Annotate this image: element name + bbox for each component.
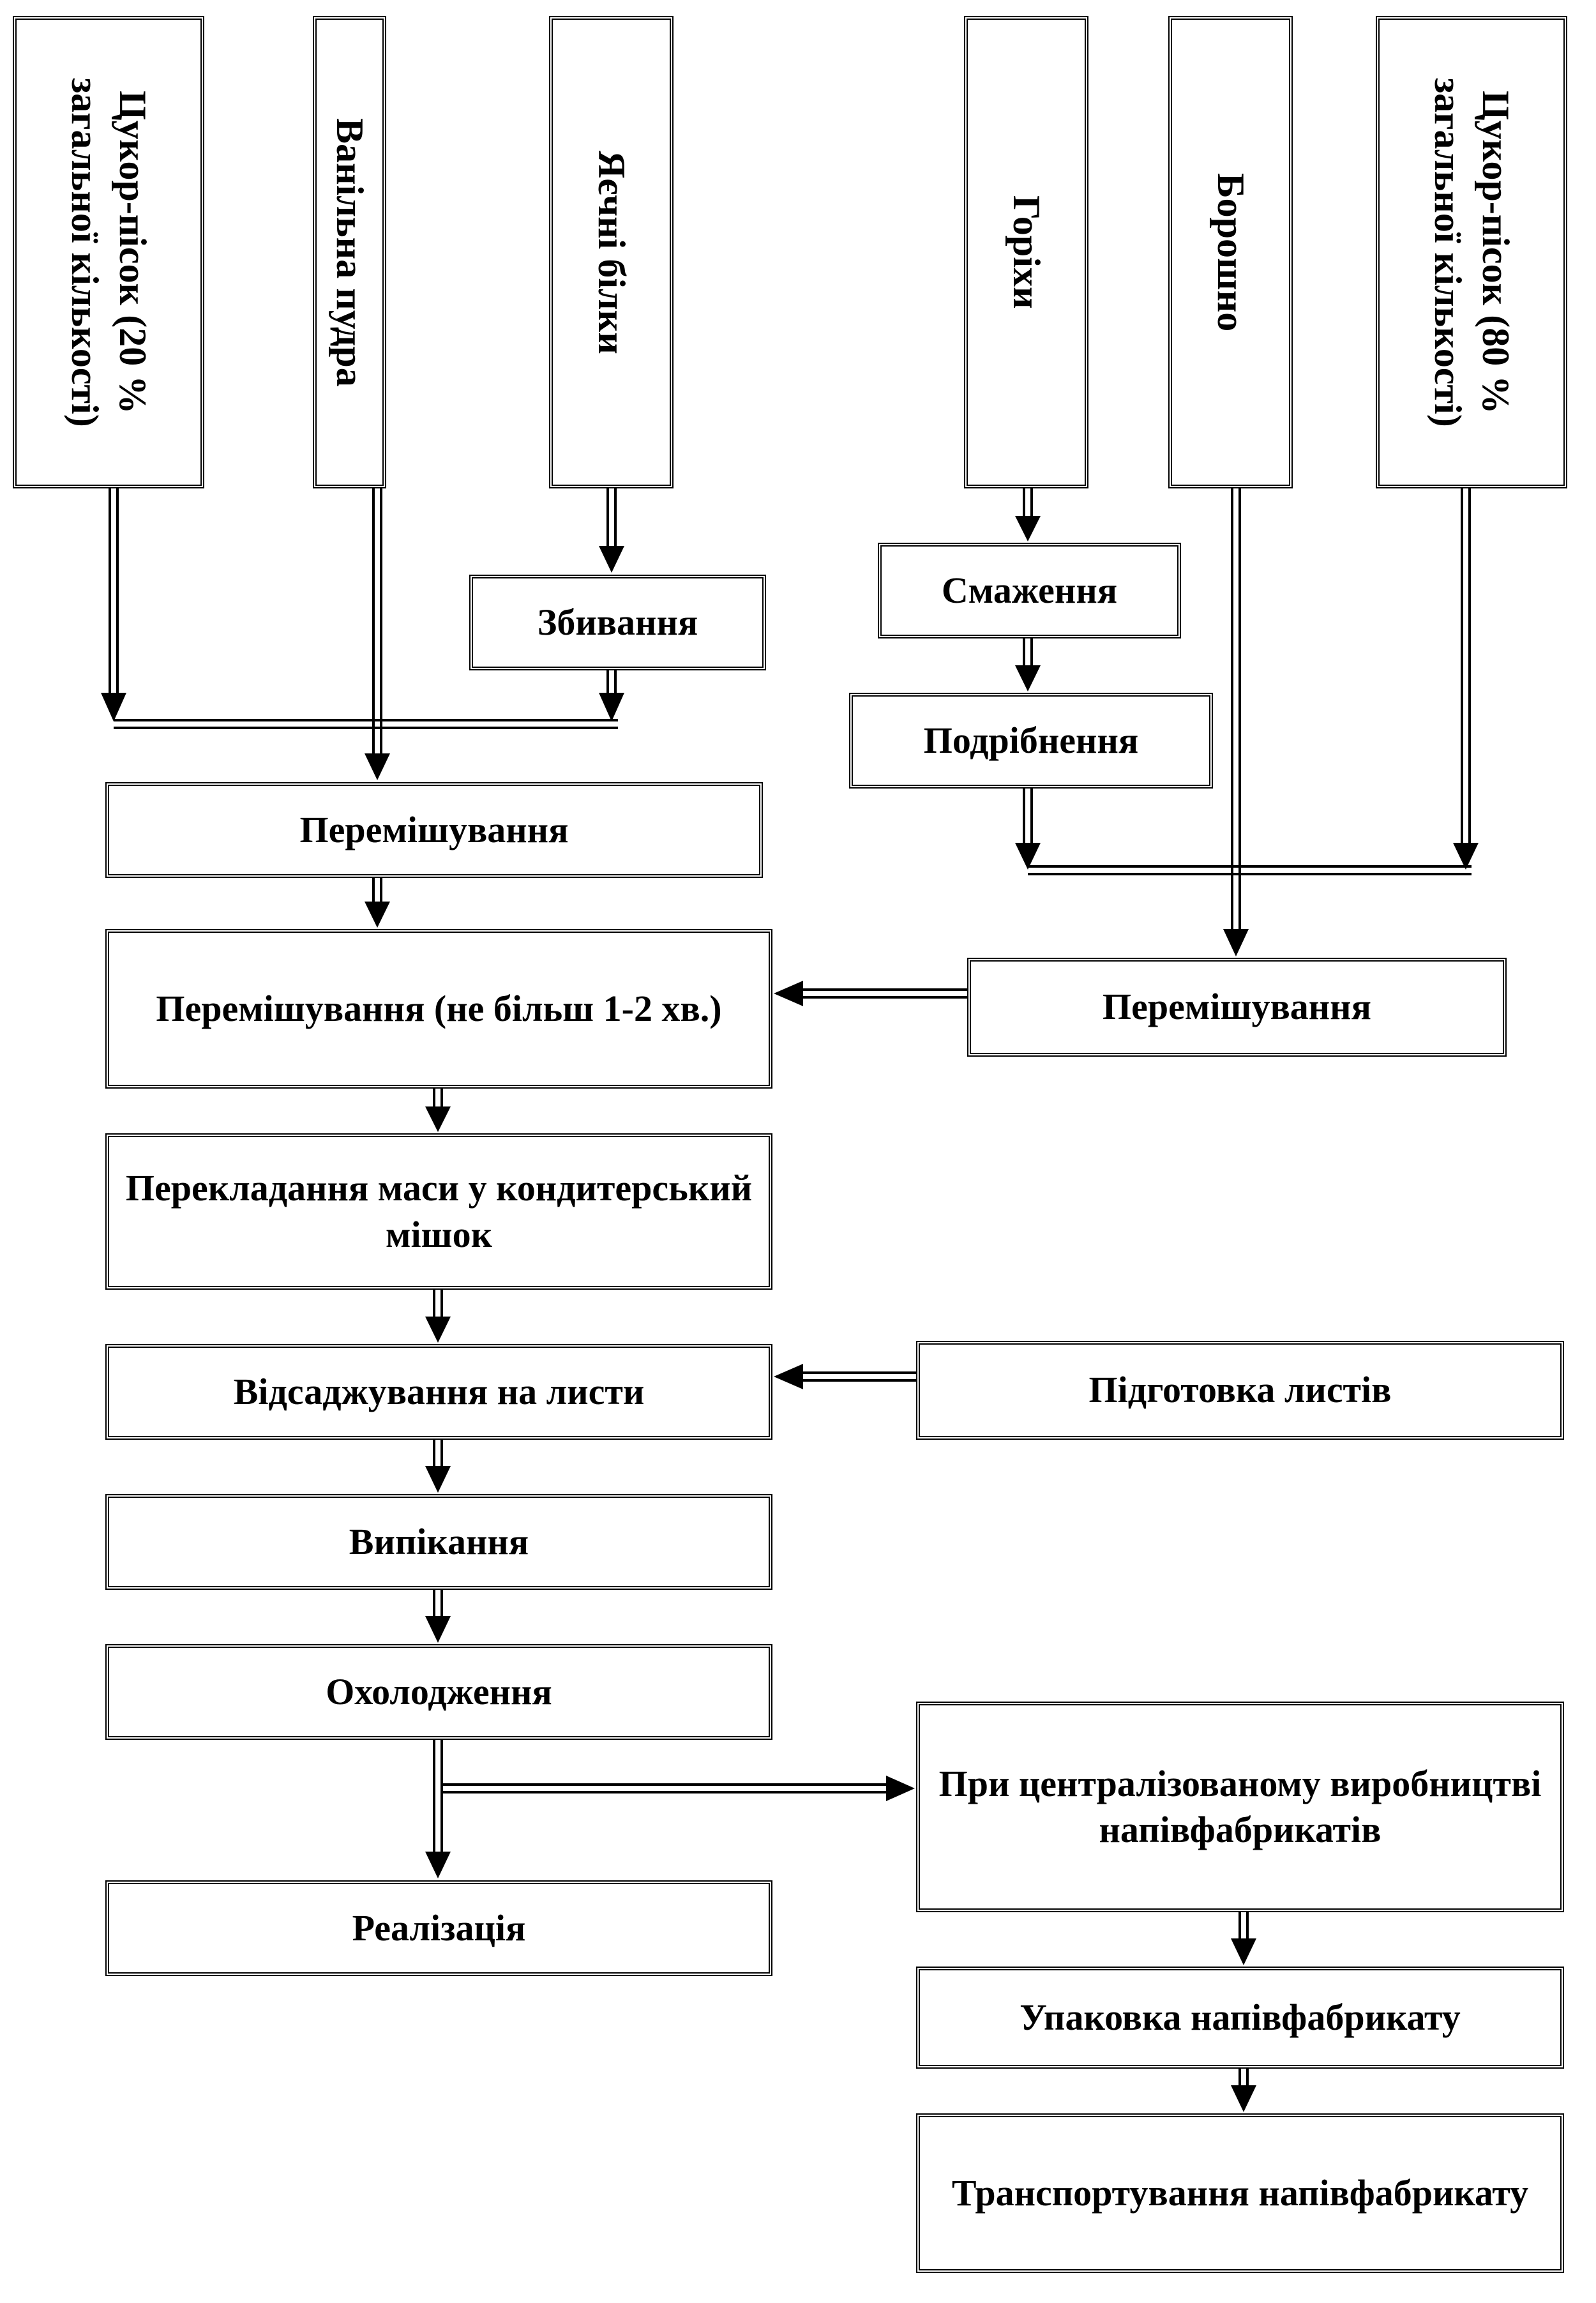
arrow-transfer-to-piping <box>425 1290 451 1343</box>
step-piping-on-sheets-label: Відсаджування на листи <box>233 1370 645 1412</box>
merge-line-right <box>1028 865 1472 875</box>
step-transfer-to-bag-box: Перекладання маси у кондитерський мішок <box>105 1133 772 1290</box>
arrow-sugar20-to-merge <box>101 488 126 721</box>
step-mixing-left-label: Перемішування <box>299 808 569 850</box>
ingredient-flour-box: Борошно <box>1168 16 1293 488</box>
arrow-flour-to-mixing <box>1223 488 1249 956</box>
step-sales-box: Реалізація <box>105 1880 772 1976</box>
arrow-centralized-to-packaging <box>1231 1912 1256 1965</box>
step-grinding-label: Подрібнення <box>923 719 1139 761</box>
ingredient-egg-whites-label: Яєчні білки <box>591 150 633 354</box>
step-sheet-prep-label: Підготовка листів <box>1088 1369 1392 1411</box>
arrow-cooling-to-sales <box>425 1740 451 1878</box>
arrow-sheet-prep-to-piping <box>774 1364 916 1389</box>
step-mixing-left-box: Перемішування <box>105 782 763 878</box>
step-packaging-box: Упаковка напівфабрикату <box>916 1967 1564 2069</box>
ingredient-sugar-80-box: Цукор-пісок (80 % загальної кількості) <box>1376 16 1567 488</box>
arrow-piping-to-baking <box>425 1440 451 1493</box>
step-whipping-box: Збивання <box>469 575 766 670</box>
step-baking-box: Випікання <box>105 1494 772 1590</box>
ingredient-nuts-box: Горіхи <box>964 16 1088 488</box>
step-transportation-label: Транспортування напівфабрикату <box>951 2171 1529 2214</box>
ingredient-flour-label: Борошно <box>1210 172 1252 332</box>
arrow-nuts-to-roasting <box>1015 488 1041 541</box>
step-grinding-box: Подрібнення <box>849 693 1213 789</box>
step-cooling-box: Охолодження <box>105 1644 772 1740</box>
step-sheet-prep-box: Підготовка листів <box>916 1341 1564 1440</box>
ingredient-sugar-80-label: Цукор-пісок (80 % загальної кількості) <box>1427 77 1517 427</box>
step-mixing-short-box: Перемішування (не більш 1-2 хв.) <box>105 929 772 1089</box>
ingredient-nuts-label: Горіхи <box>1005 195 1048 309</box>
step-piping-on-sheets-box: Відсаджування на листи <box>105 1344 772 1440</box>
arrow-roasting-to-grinding <box>1015 638 1041 691</box>
step-centralized-production-box: При централізованому виробництві напівфа… <box>916 1702 1564 1912</box>
arrow-mixing-short-to-transfer <box>425 1089 451 1132</box>
step-transfer-to-bag-label: Перекладання маси у кондитерський мішок <box>125 1167 753 1255</box>
step-mixing-right-box: Перемішування <box>967 958 1507 1057</box>
arrow-vanilla-to-mixing <box>365 488 390 780</box>
arrow-packaging-to-transportation <box>1231 2069 1256 2112</box>
step-baking-label: Випікання <box>349 1520 529 1562</box>
step-transportation-box: Транспортування напівфабрикату <box>916 2113 1564 2273</box>
ingredient-egg-whites-box: Яєчні білки <box>549 16 674 488</box>
step-mixing-short-label: Перемішування (не більш 1-2 хв.) <box>156 987 722 1029</box>
arrow-grinding-to-merge <box>1015 789 1041 870</box>
step-sales-label: Реалізація <box>352 1907 526 1949</box>
ingredient-sugar-20-label: Цукор-пісок (20 % загальної кількості) <box>64 77 154 427</box>
step-packaging-label: Упаковка напівфабрикату <box>1020 1996 1461 2038</box>
merge-line-left <box>114 719 618 729</box>
arrow-baking-to-cooling <box>425 1590 451 1643</box>
arrow-eggwhites-to-whipping <box>599 488 624 573</box>
step-cooling-label: Охолодження <box>326 1670 552 1712</box>
step-roasting-label: Смаження <box>941 569 1118 611</box>
step-roasting-box: Смаження <box>878 543 1181 638</box>
step-whipping-label: Збивання <box>537 601 698 643</box>
ingredient-vanilla-powder-box: Ванільна пудра <box>313 16 386 488</box>
arrow-sugar80-to-merge <box>1453 488 1479 870</box>
arrow-whipping-to-merge <box>599 670 624 721</box>
step-centralized-production-label: При централізованому виробництві напівфа… <box>938 1762 1542 1851</box>
step-mixing-right-label: Перемішування <box>1103 986 1371 1028</box>
arrow-mixing-right-to-mixing-short <box>774 981 967 1006</box>
ingredient-vanilla-powder-label: Ванільна пудра <box>329 117 371 387</box>
ingredient-sugar-20-box: Цукор-пісок (20 % загальної кількості) <box>13 16 204 488</box>
arrow-cooling-to-centralized <box>442 1776 915 1801</box>
arrow-mixing-to-mixing-short <box>365 878 390 928</box>
